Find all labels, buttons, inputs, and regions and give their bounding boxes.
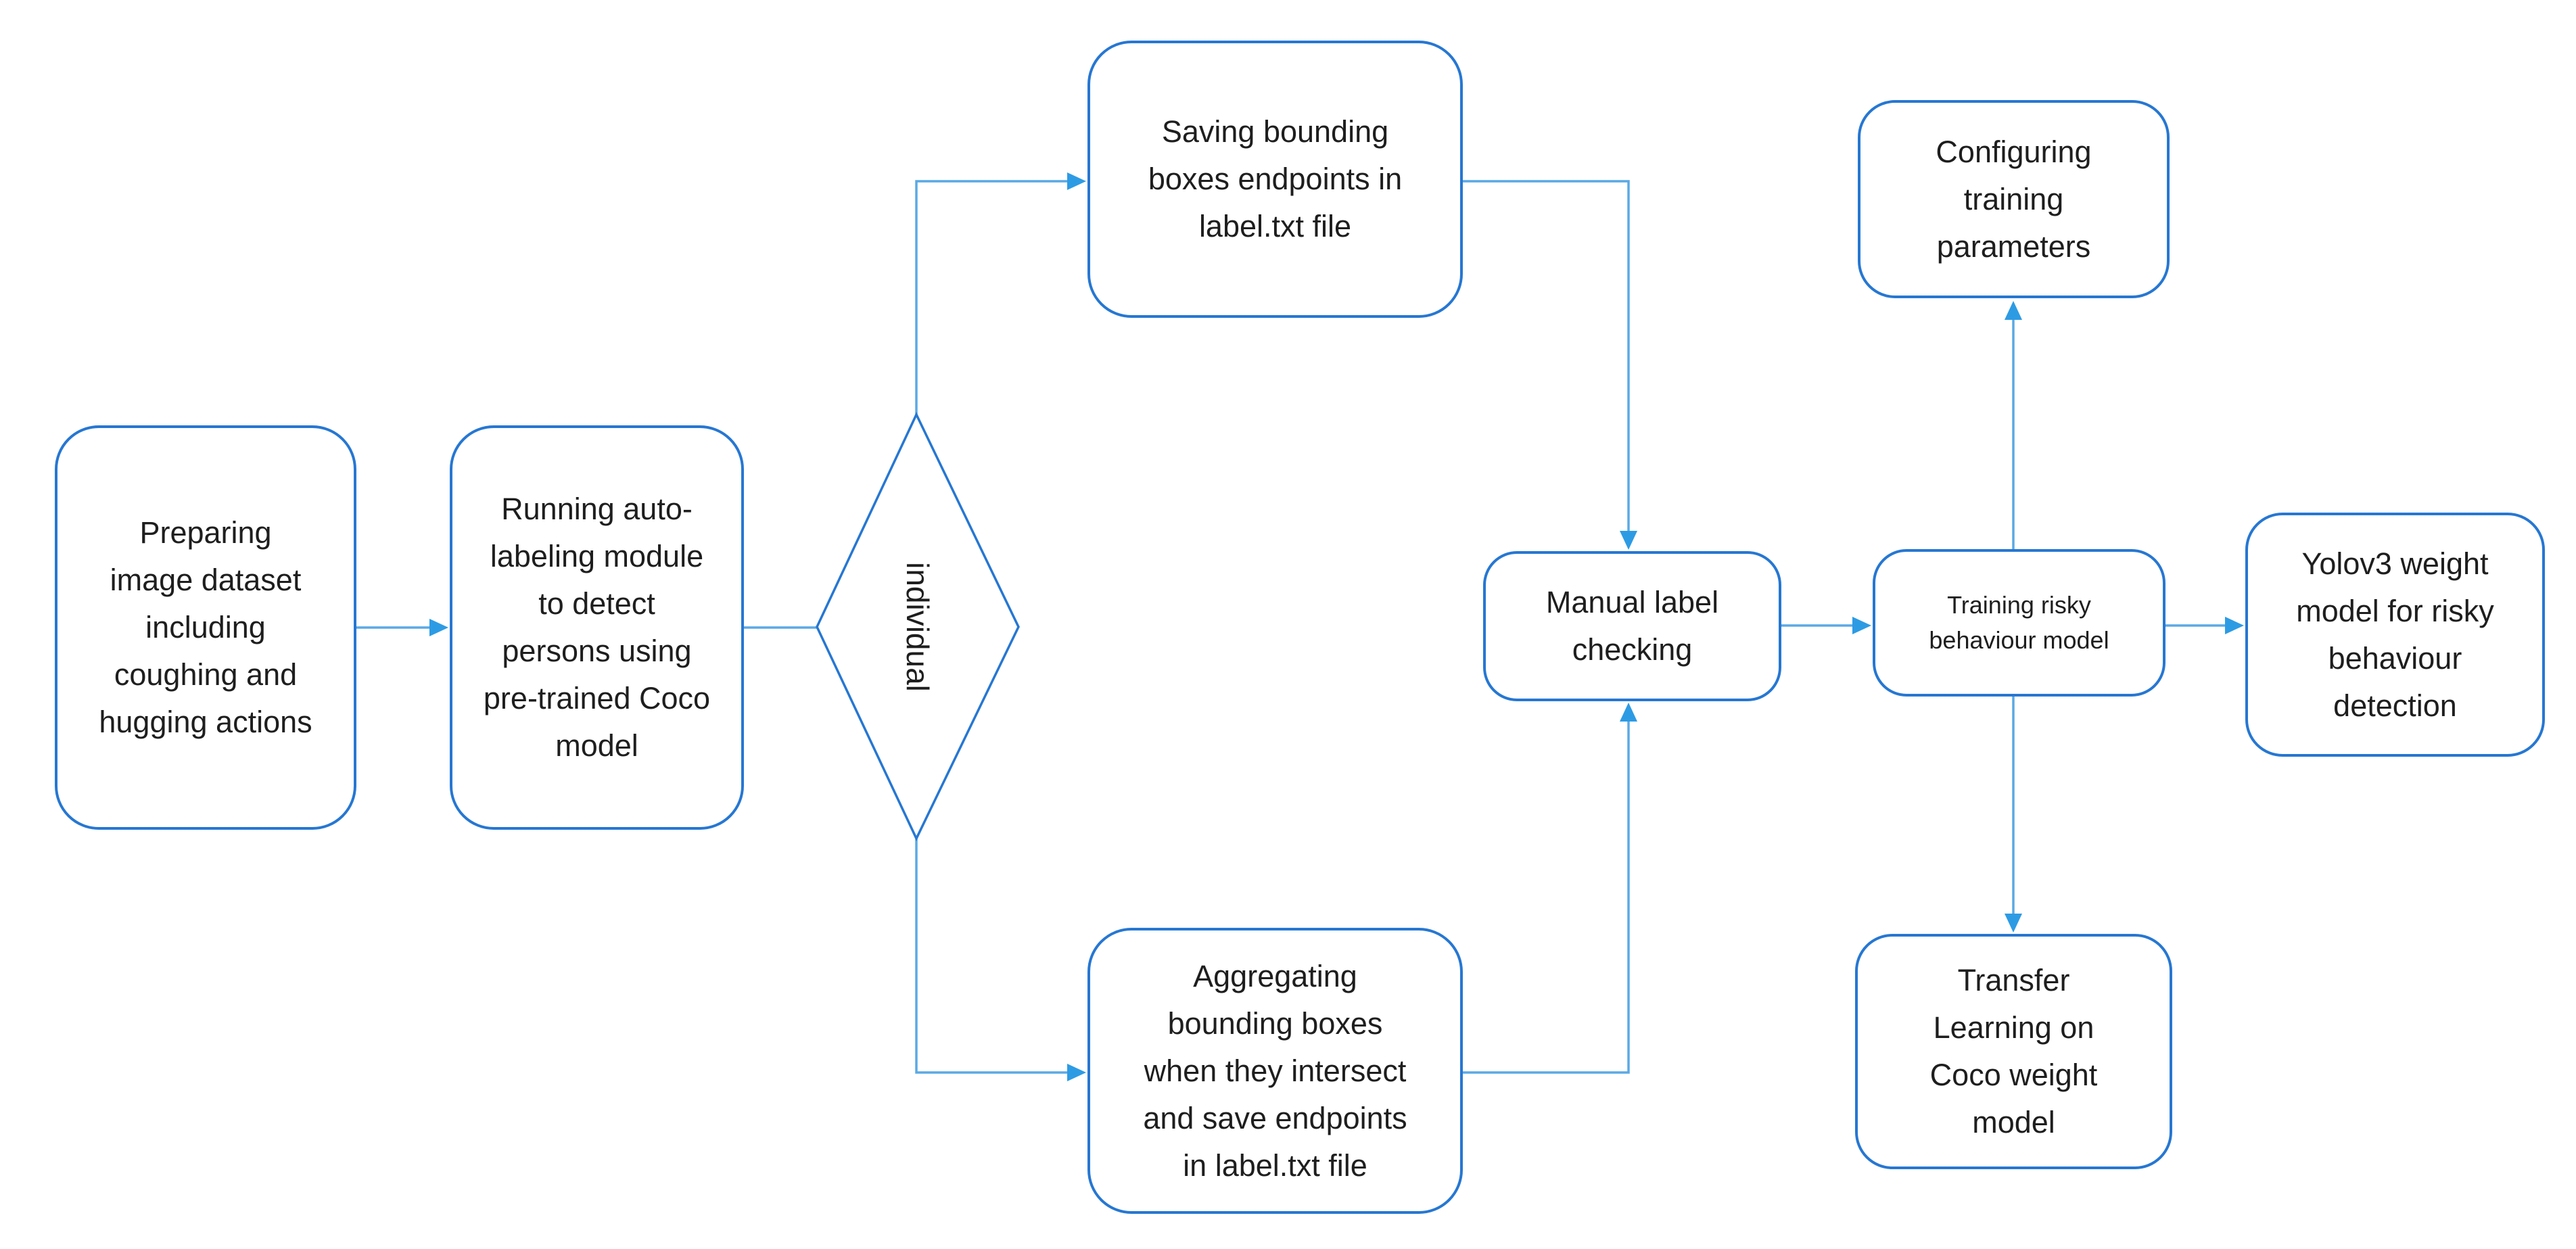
node-label: Running auto-labeling module to detect p… — [483, 492, 711, 763]
node-training-risky-behaviour-model: Training risky behaviour model — [1873, 549, 2165, 697]
node-aggregating-bounding-boxes: Aggregating bounding boxes when they int… — [1087, 928, 1463, 1214]
arrowhead-into-saving — [1067, 172, 1086, 190]
node-label: individual — [900, 562, 936, 692]
node-yolov3-weight-model: Yolov3 weight model for risky behaviour … — [2245, 513, 2545, 757]
arrowhead-into-yolov3 — [2225, 617, 2244, 634]
node-auto-labeling-module: Running auto-labeling module to detect p… — [450, 425, 744, 830]
node-saving-bounding-boxes: Saving bounding boxes endpoints in label… — [1087, 41, 1463, 318]
decision-diamond-individual — [816, 411, 1020, 842]
connector-individual-saving — [915, 180, 1069, 415]
connector-individual-aggregating — [915, 836, 1069, 1074]
node-label: Yolov3 weight model for risky behaviour … — [2296, 546, 2494, 723]
node-configuring-training-parameters: Configuring training parameters — [1858, 100, 2170, 298]
node-label: Manual label checking — [1545, 585, 1719, 667]
node-label: Training risky behaviour model — [1929, 591, 2109, 654]
node-manual-label-checking: Manual label checking — [1483, 551, 1781, 701]
arrowhead-into-aggregating — [1067, 1064, 1086, 1081]
arrowhead-into-manual-top — [1620, 531, 1637, 550]
node-label: Aggregating bounding boxes when they int… — [1143, 958, 1407, 1183]
node-label: Transfer Learning on Coco weight model — [1929, 963, 2098, 1139]
connector-saving-manual — [1463, 180, 1630, 534]
arrowhead-into-autolabel — [429, 619, 448, 636]
arrowhead-into-training — [1852, 617, 1871, 634]
node-transfer-learning: Transfer Learning on Coco weight model — [1855, 934, 2172, 1169]
arrowhead-into-transfer — [2005, 914, 2022, 933]
connector-aggregating-manual — [1463, 719, 1630, 1074]
arrowhead-into-configuring — [2005, 301, 2022, 320]
node-label: Saving bounding boxes endpoints in label… — [1148, 114, 1403, 243]
node-preparing-dataset: Preparing image dataset including coughi… — [55, 425, 356, 830]
arrowhead-into-manual-bottom — [1620, 703, 1637, 722]
node-label: Preparing image dataset including coughi… — [99, 515, 312, 739]
node-label: Configuring training parameters — [1936, 134, 2092, 264]
